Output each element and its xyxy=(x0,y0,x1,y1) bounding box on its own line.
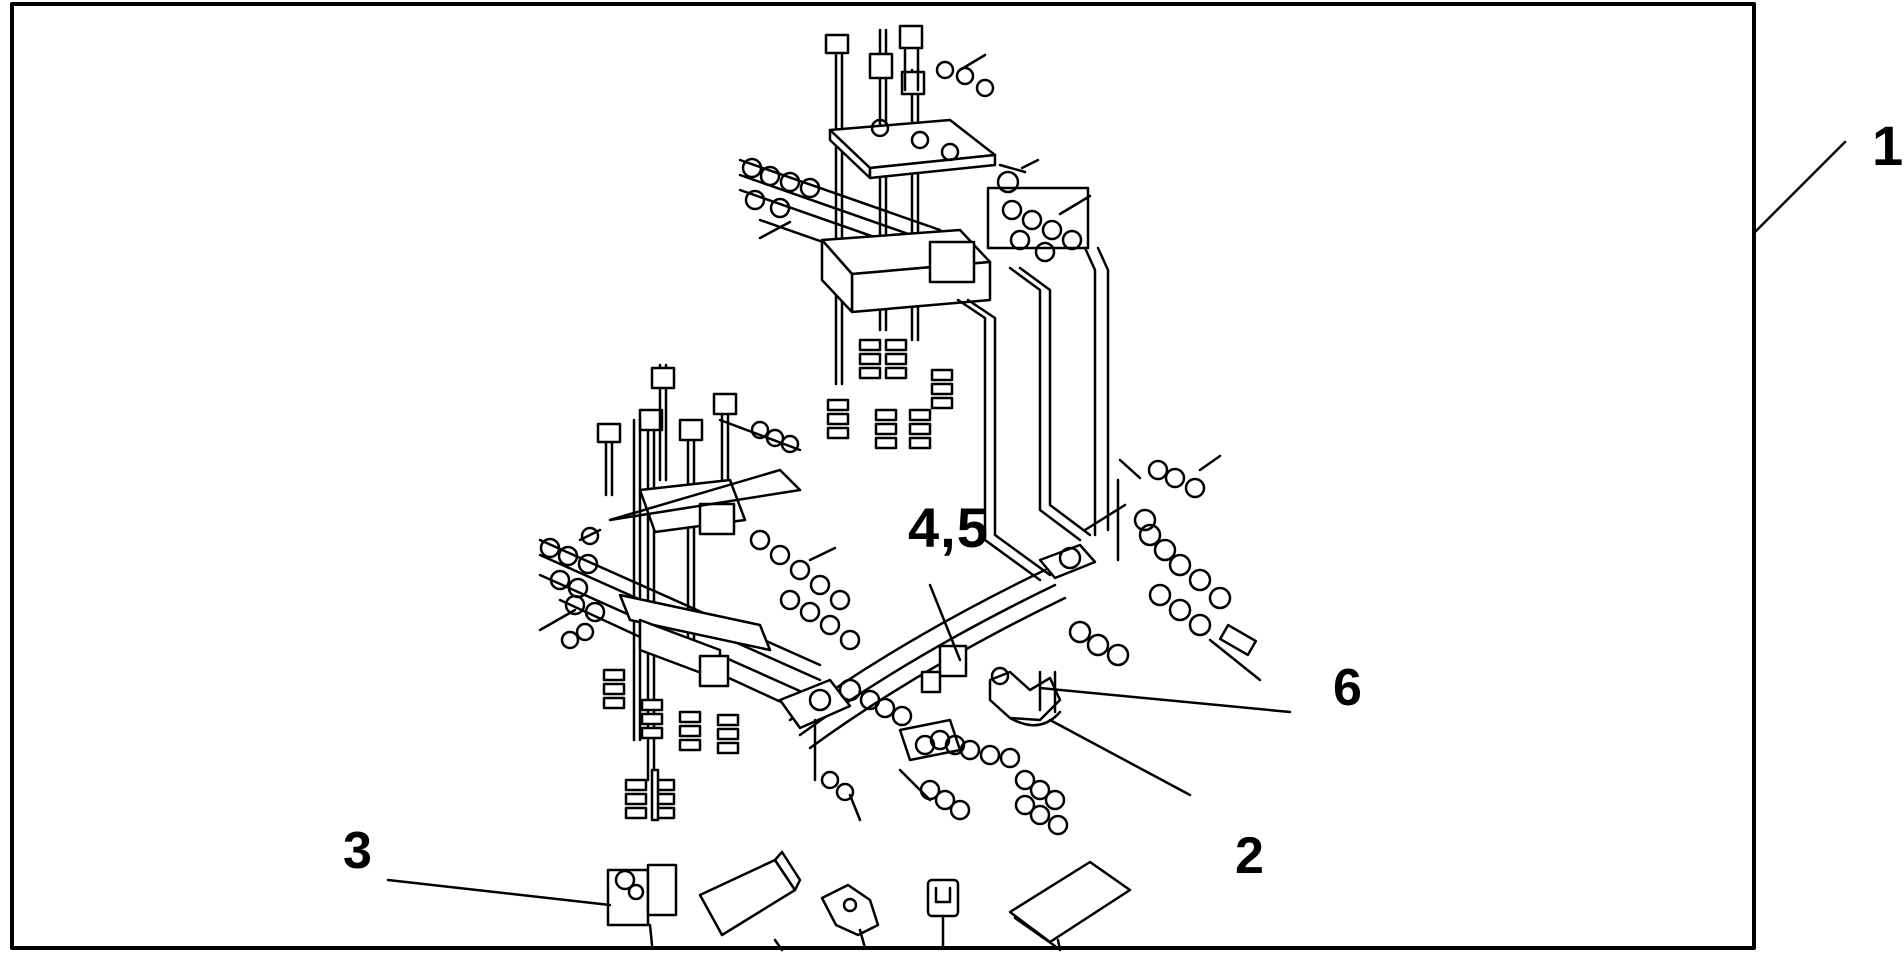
lower-bracket-assembly xyxy=(538,363,861,822)
callout-label-6: 6 xyxy=(1333,659,1362,717)
diagram-border xyxy=(10,2,1756,950)
item-3-connector xyxy=(606,863,678,947)
relay-part xyxy=(926,878,960,948)
upper-bracket-assembly xyxy=(738,24,1092,450)
center-cross-member xyxy=(778,644,1069,836)
callout-label-2: 2 xyxy=(1235,827,1264,885)
item-6-bracket xyxy=(988,666,1062,727)
leader-line-1 xyxy=(1753,140,1847,234)
loose-parts-row xyxy=(386,850,1132,952)
callout-label-3: 3 xyxy=(343,822,372,880)
leader-line-45 xyxy=(928,583,962,662)
cover-plate-part xyxy=(698,858,797,937)
leader-line-2 xyxy=(1048,718,1192,797)
leader-line-6 xyxy=(1038,686,1292,714)
callout-label-4-5: 4,5 xyxy=(908,496,989,559)
frame-rails xyxy=(788,246,1262,750)
callout-label-1: 1 xyxy=(1872,114,1904,177)
flat-pad-part xyxy=(1008,860,1132,944)
leader-line-3 xyxy=(386,878,612,907)
